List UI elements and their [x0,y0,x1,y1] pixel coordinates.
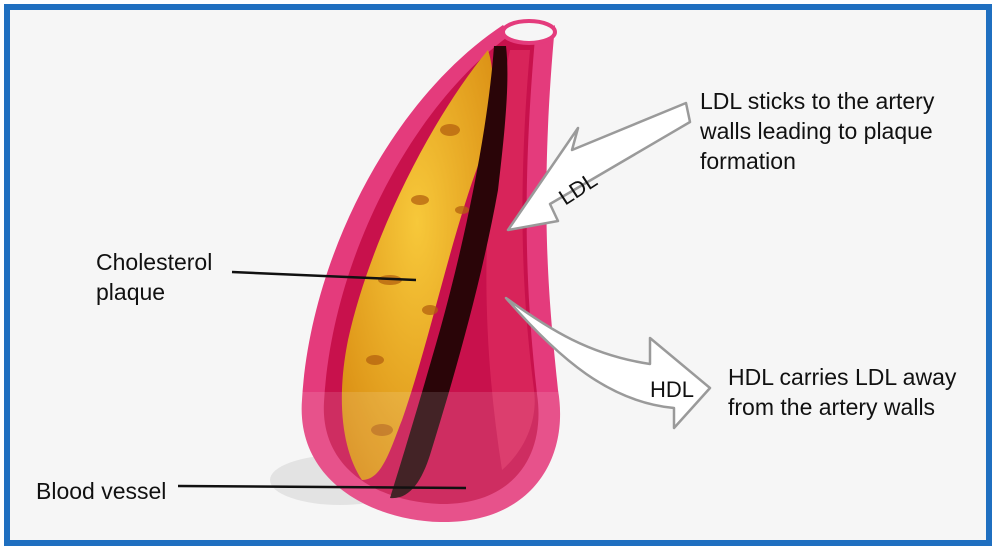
cholesterol-plaque-label: Cholesterol plaque [96,247,246,307]
hdl-arrow-label: HDL [650,377,694,403]
vessel-opening [503,21,555,43]
ldl-description-label: LDL sticks to the artery walls leading t… [700,86,960,176]
blood-vessel-label: Blood vessel [36,476,166,506]
diagram-frame: LDL HDL LDL sticks to the artery walls l… [4,4,992,546]
hdl-description-label: HDL carries LDL away from the artery wal… [728,362,996,422]
